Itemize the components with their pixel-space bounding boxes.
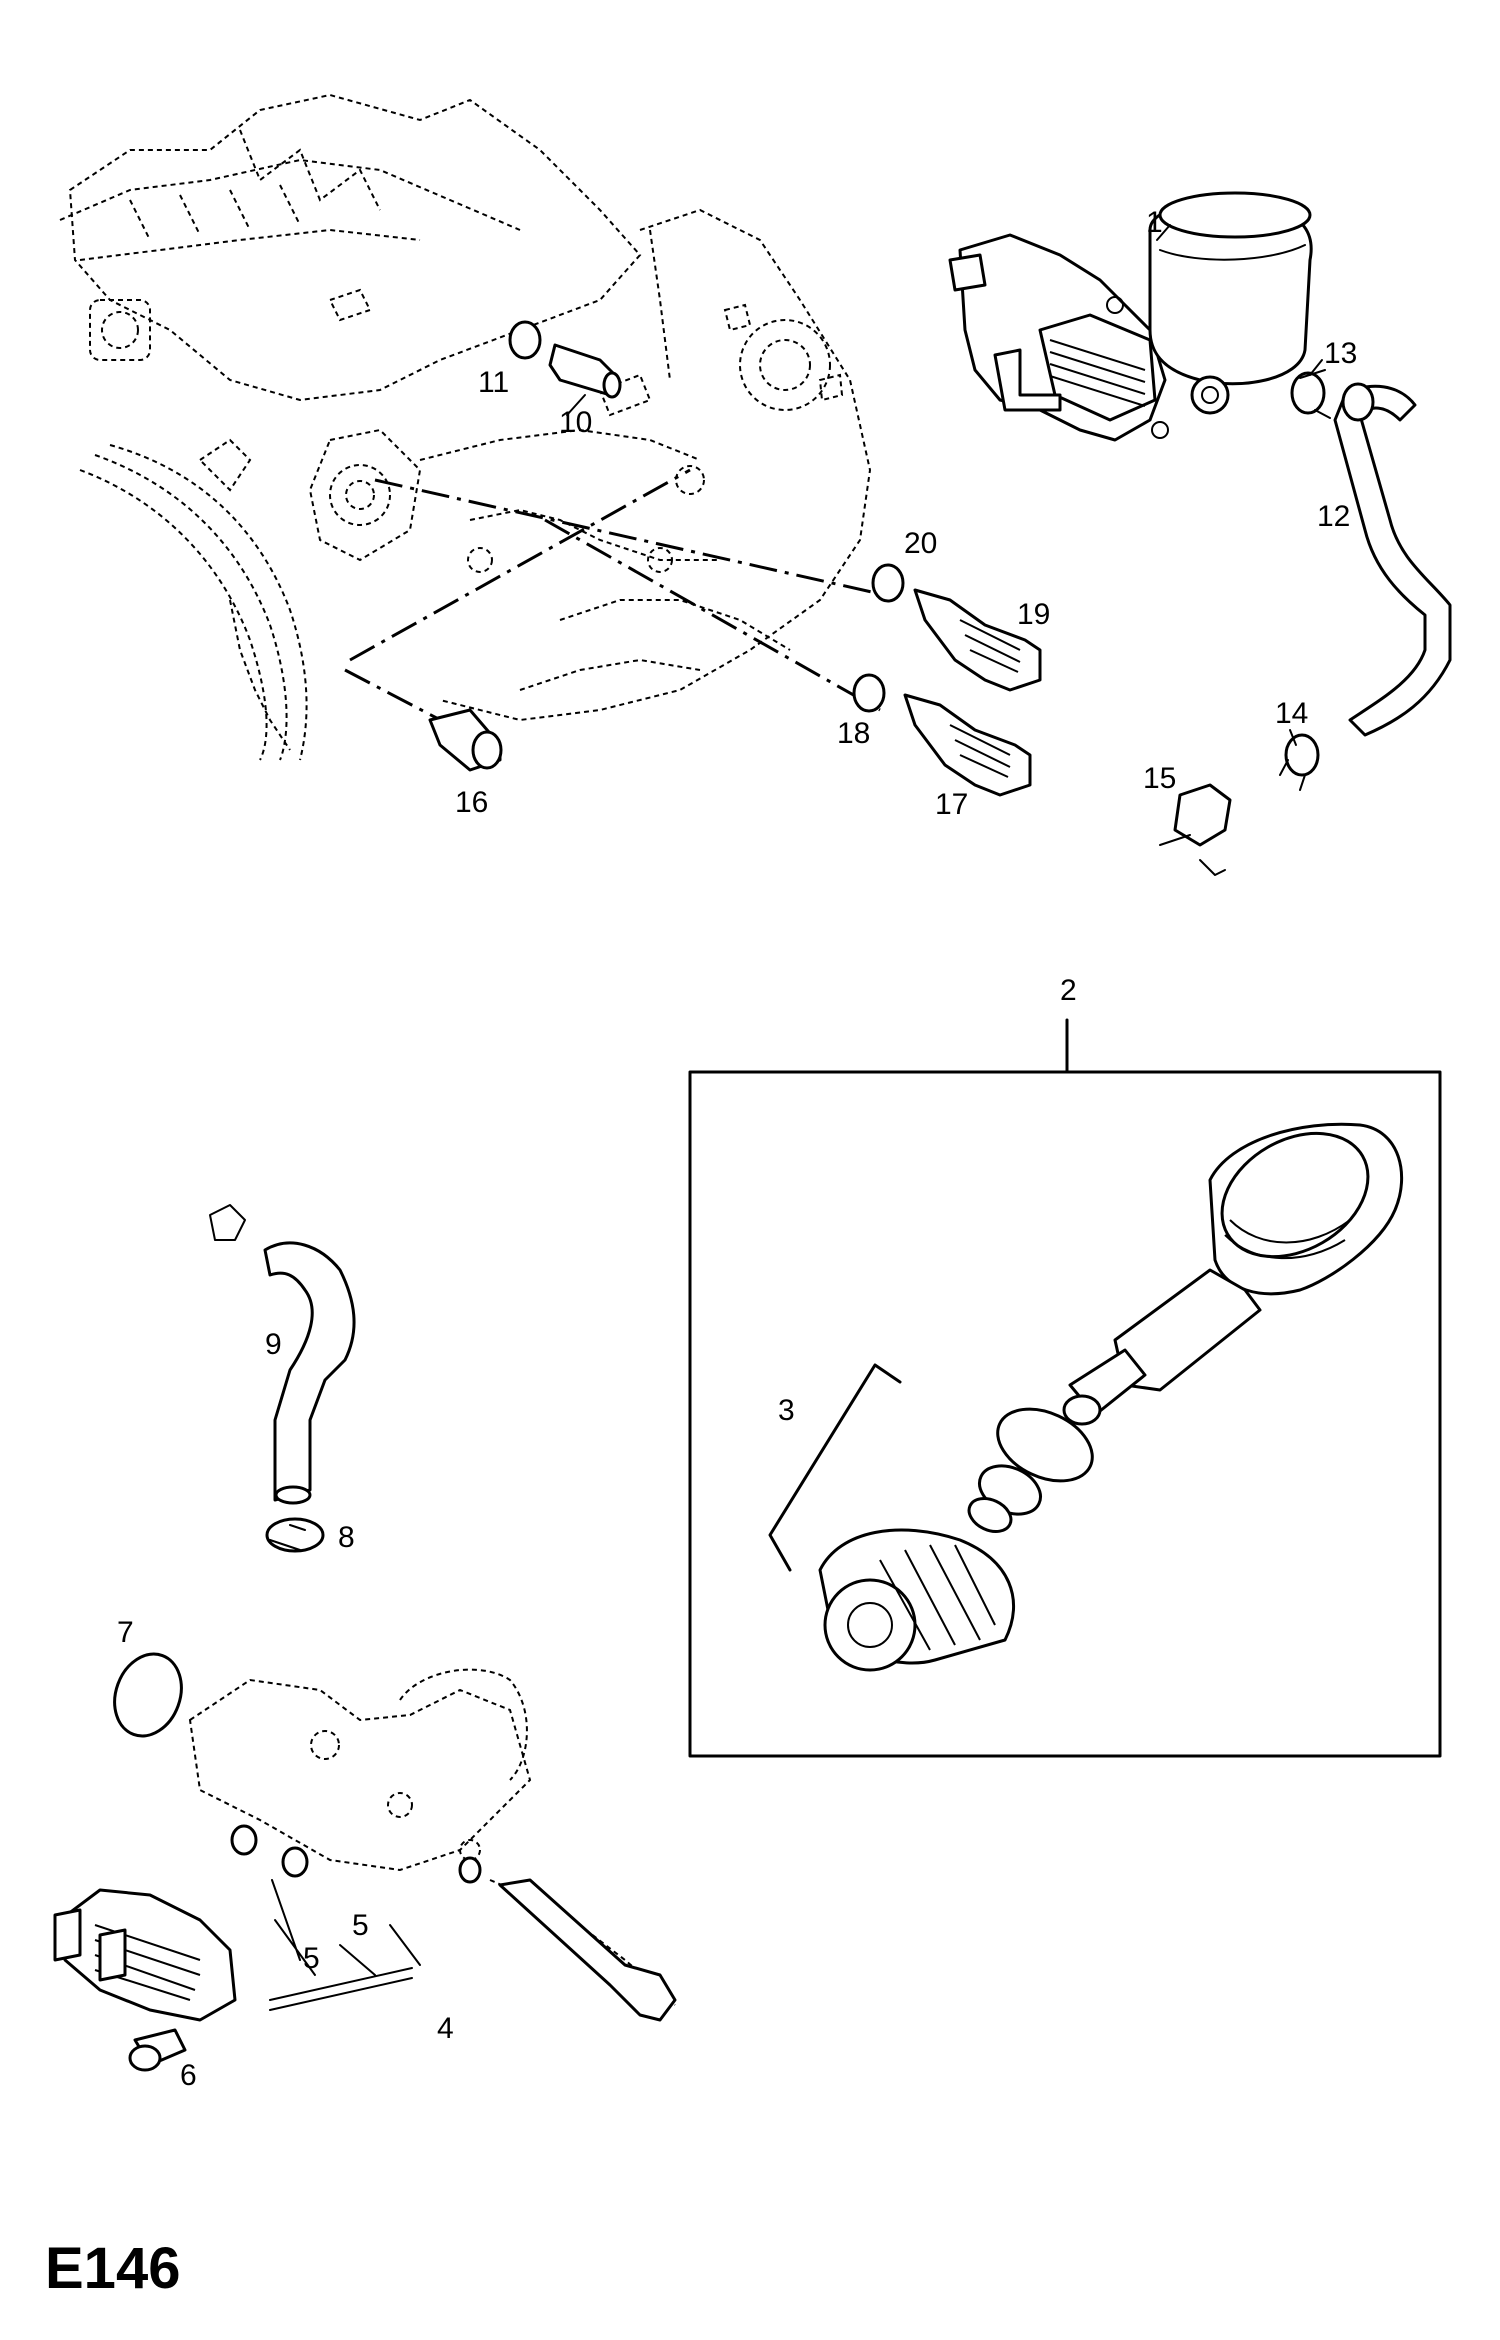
diagram-code: E146 [45,2236,180,2301]
callout-14: 14 [1275,697,1308,730]
assembly-lines [344,468,886,727]
hose-assembly-upper [1159,369,1452,876]
fitting-10-11 [508,320,622,399]
callout-8: 8 [338,1521,355,1554]
filter-kit-box [688,1018,1442,1758]
callout-6: 6 [180,2059,197,2092]
callout-10: 10 [559,406,592,439]
callout-17: 17 [935,788,968,821]
callout-11: 11 [478,366,509,399]
callout-4: 4 [437,2012,454,2045]
callout-18: 18 [837,717,870,750]
callout-20: 20 [904,527,937,560]
oil-filter-housing-assembly [948,191,1313,442]
callout-1: 1 [1146,206,1163,239]
leader-lines [566,224,1323,746]
valve-assembly-17-20 [852,563,1042,797]
callout-labels: 1 13 11 10 12 20 19 18 14 15 16 17 2 9 3… [45,206,1357,2301]
callout-2: 2 [1060,974,1077,1007]
lower-housing-assembly [53,1652,677,2072]
callout-19: 19 [1017,598,1050,631]
callout-12: 12 [1317,500,1350,533]
callout-9: 9 [265,1328,282,1361]
callout-5b: 5 [303,1942,320,1975]
hose-9-clamp-8 [209,1204,356,1553]
sleeve-16 [428,708,503,772]
engine-block [59,93,872,761]
callout-16: 16 [455,786,488,819]
callout-7: 7 [117,1616,134,1649]
callout-5a: 5 [352,1909,369,1942]
callout-15: 15 [1143,762,1176,795]
callout-13: 13 [1324,337,1357,370]
callout-3: 3 [778,1394,795,1427]
